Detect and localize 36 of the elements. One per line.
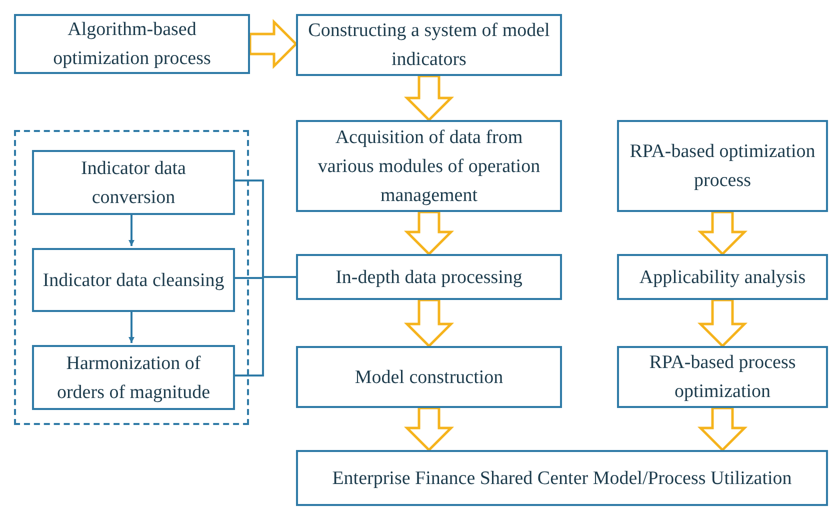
- box-label: Acquisition of data from various modules of operation management: [316, 126, 542, 208]
- process-box: [296, 450, 828, 506]
- process-box: [32, 248, 235, 312]
- box-label: Applicability analysis: [639, 266, 806, 290]
- process-box: [32, 150, 235, 215]
- box-label: Algorithm-based optimization process: [52, 18, 212, 71]
- process-box: [617, 346, 828, 408]
- hollow-block-arrow: [697, 298, 748, 348]
- box-label: In-depth data processing: [336, 266, 522, 290]
- connector-line: [233, 276, 296, 376]
- process-box: [32, 345, 235, 410]
- box-label: RPA-based process optimization: [648, 351, 797, 404]
- hollow-block-arrow: [404, 298, 454, 348]
- arrow: [128, 310, 134, 343]
- hollow-block-arrow: [248, 18, 298, 70]
- process-box: [296, 14, 562, 76]
- box-label: Indicator data conversion: [80, 156, 187, 210]
- box-label: Indicator data cleansing: [42, 268, 224, 292]
- process-box: [617, 120, 828, 212]
- process-box: [296, 346, 562, 408]
- box-label: RPA-based optimization process: [628, 140, 816, 193]
- box-label: Enterprise Finance Shared Center Model/Process Utilization: [332, 466, 792, 490]
- process-box: [296, 120, 562, 212]
- process-box: [296, 254, 562, 300]
- hollow-block-arrow: [404, 74, 454, 122]
- hollow-block-arrow: [404, 210, 454, 256]
- arrow: [128, 213, 134, 246]
- hollow-block-arrow: [404, 406, 454, 452]
- box-label: Harmonization of orders of magnitude: [56, 352, 211, 404]
- process-box: [617, 254, 828, 300]
- box-label: Constructing a system of model indicators: [307, 19, 551, 72]
- box-label: Model construction: [354, 366, 504, 390]
- dashed-group-frame: [14, 130, 249, 425]
- hollow-block-arrow: [697, 210, 748, 256]
- hollow-block-arrow: [697, 406, 748, 452]
- process-box: [14, 14, 250, 74]
